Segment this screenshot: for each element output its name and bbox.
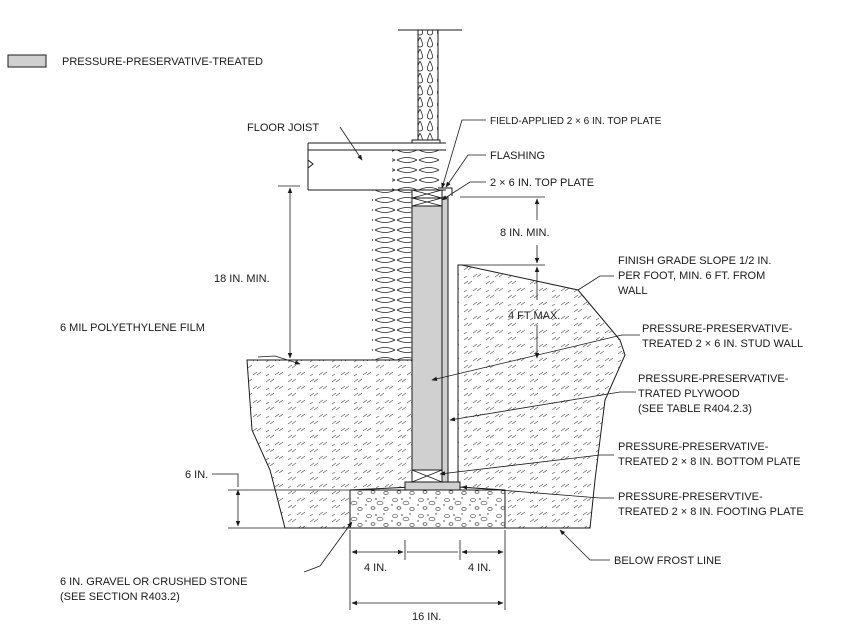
svg-text:TREATED 2 × 6 IN. STUD WALL: TREATED 2 × 6 IN. STUD WALL <box>642 338 803 350</box>
svg-text:PER FOOT, MIN. 6 FT. FROM: PER FOOT, MIN. 6 FT. FROM <box>618 270 765 282</box>
dim-6in: 6 IN. <box>185 469 350 529</box>
floor-joist <box>307 142 446 191</box>
dim-4ft: 4 FT MAX. <box>508 266 560 359</box>
label-top-plate: 2 × 6 IN. TOP PLATE <box>490 177 594 189</box>
label-floor-joist: FLOOR JOIST <box>247 122 319 134</box>
legend-label: PRESSURE-PRESERVATIVE-TREATED <box>62 56 263 68</box>
backfill-exterior <box>457 264 626 529</box>
svg-text:(SEE SECTION R403.2): (SEE SECTION R403.2) <box>60 591 180 603</box>
label-field-top-plate: FIELD-APPLIED 2 × 6 IN. TOP PLATE <box>490 116 662 127</box>
label-poly-film: 6 MIL POLYETHYLENE FILM <box>60 322 205 334</box>
dim-horizontal: 4 IN. 4 IN. 16 IN. <box>349 530 506 623</box>
legend-swatch <box>7 54 47 68</box>
label-bottom-plate: PRESSURE-PRESERVATIVE- TREATED 2 × 8 IN.… <box>618 441 800 468</box>
label-6in: 6 IN. <box>185 469 208 481</box>
label-8in-min: 8 IN. MIN. <box>500 227 550 239</box>
label-4in-right: 4 IN. <box>468 562 491 574</box>
wall-insulation <box>372 190 412 360</box>
svg-text:(SEE TABLE R404.2.3): (SEE TABLE R404.2.3) <box>638 403 752 415</box>
label-below-frost: BELOW FROST LINE <box>614 555 721 567</box>
svg-text:TREATED 2 × 8 IN. BOTTOM PLATE: TREATED 2 × 8 IN. BOTTOM PLATE <box>618 456 800 468</box>
svg-text:PRESSURE-PRESERVATIVE-: PRESSURE-PRESERVATIVE- <box>642 323 793 335</box>
svg-text:TREATED 2 × 8 IN. FOOTING PLAT: TREATED 2 × 8 IN. FOOTING PLATE <box>618 506 804 518</box>
label-gravel: 6 IN. GRAVEL OR CRUSHED STONE (SEE SECTI… <box>60 576 247 603</box>
svg-text:WALL: WALL <box>618 285 648 297</box>
label-stud-wall: PRESSURE-PRESERVATIVE- TREATED 2 × 6 IN.… <box>642 323 803 350</box>
svg-text:TRATED PLYWOOD: TRATED PLYWOOD <box>638 388 740 400</box>
label-16in: 16 IN. <box>412 611 441 623</box>
dim-8in: 8 IN. MIN. <box>460 196 550 266</box>
label-flashing: FLASHING <box>490 150 545 162</box>
svg-text:PRESSURE-PRESERVATIVE-: PRESSURE-PRESERVATIVE- <box>618 441 769 453</box>
gravel-footing <box>349 489 506 529</box>
svg-text:6 IN. GRAVEL OR CRUSHED STONE: 6 IN. GRAVEL OR CRUSHED STONE <box>60 576 247 588</box>
label-18in-min: 18 IN. MIN. <box>214 273 270 285</box>
label-finish-grade: FINISH GRADE SLOPE 1/2 IN. PER FOOT, MIN… <box>618 255 771 297</box>
svg-text:PRESSURE-PRESERVTIVE-: PRESSURE-PRESERVTIVE- <box>618 491 763 503</box>
upper-wall <box>398 29 462 144</box>
legend: PRESSURE-PRESERVATIVE-TREATED <box>7 54 263 68</box>
leaders <box>257 119 640 573</box>
stud-wall <box>411 204 443 471</box>
svg-text:FINISH GRADE SLOPE 1/2 IN.: FINISH GRADE SLOPE 1/2 IN. <box>618 255 771 267</box>
label-4in-left: 4 IN. <box>364 562 387 574</box>
footing-plate <box>404 481 461 491</box>
label-footing-plate: PRESSURE-PRESERVTIVE- TREATED 2 × 8 IN. … <box>618 491 804 518</box>
svg-text:PRESSURE-PRESERVATIVE-: PRESSURE-PRESERVATIVE- <box>638 373 789 385</box>
dim-18in: 18 IN. MIN. <box>214 185 300 359</box>
label-plywood: PRESSURE-PRESERVATIVE- TRATED PLYWOOD (S… <box>638 373 789 415</box>
label-4ft-max: 4 FT MAX. <box>508 310 560 322</box>
plywood-sheathing <box>441 196 449 483</box>
